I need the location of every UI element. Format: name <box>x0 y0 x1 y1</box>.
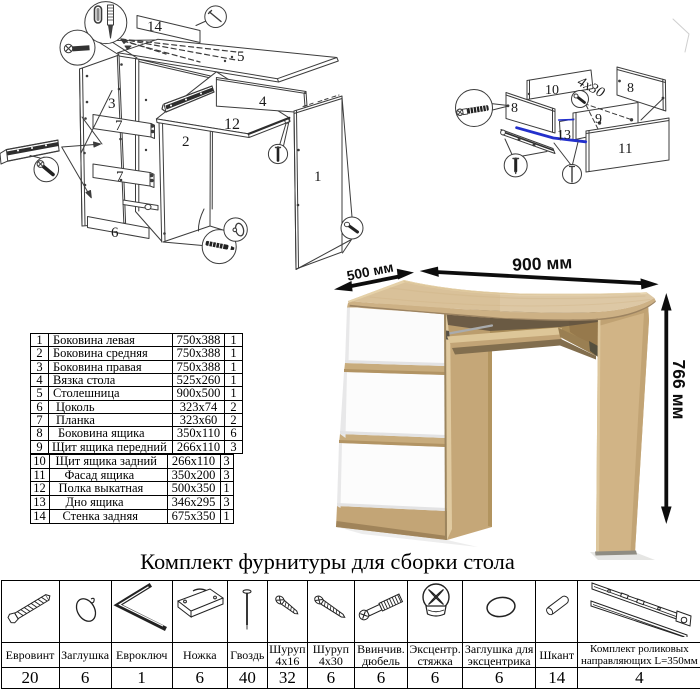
svg-text:8: 8 <box>511 101 518 116</box>
svg-text:13: 13 <box>557 128 571 143</box>
svg-text:7: 7 <box>115 118 123 134</box>
svg-text:3: 3 <box>108 96 116 112</box>
svg-text:12: 12 <box>224 116 240 133</box>
svg-text:2: 2 <box>182 134 190 150</box>
svg-text:1: 1 <box>314 169 322 185</box>
svg-text:14: 14 <box>147 19 163 35</box>
svg-text:6: 6 <box>111 225 119 241</box>
svg-text:766 мм: 766 мм <box>669 360 689 420</box>
svg-text:10: 10 <box>545 83 559 98</box>
svg-text:5: 5 <box>237 49 245 65</box>
svg-text:8: 8 <box>627 81 634 96</box>
svg-text:900 мм: 900 мм <box>512 252 573 275</box>
svg-text:7: 7 <box>116 169 124 185</box>
svg-text:9: 9 <box>595 112 602 127</box>
svg-text:11: 11 <box>618 141 632 157</box>
svg-text:4: 4 <box>259 94 267 110</box>
